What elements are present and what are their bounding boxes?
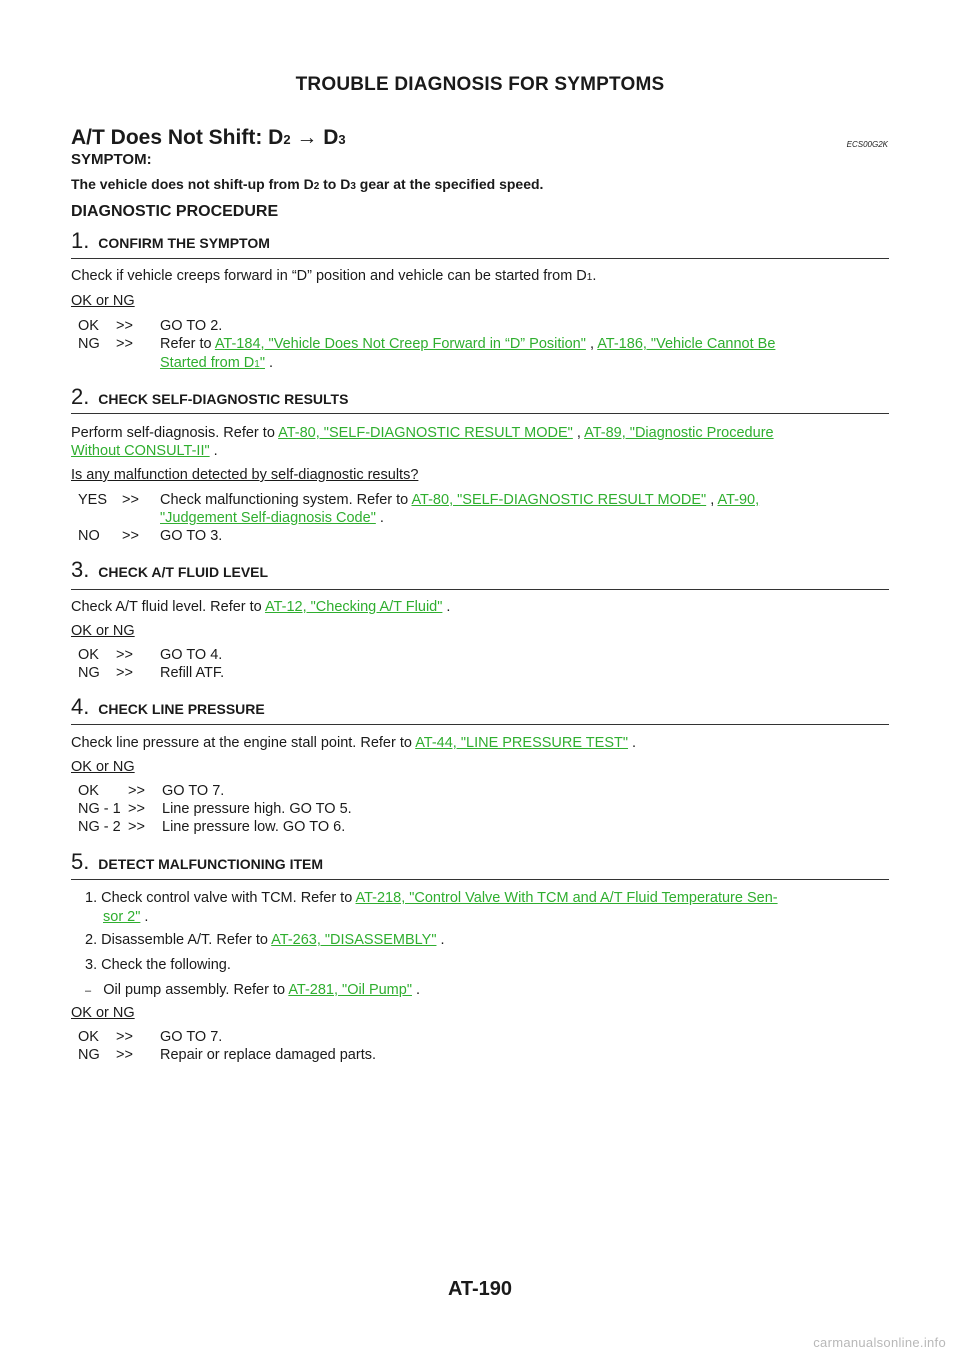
link-at-12[interactable]: AT-12, "Checking A/T Fluid" bbox=[264, 599, 443, 615]
step-5-item-2: 2. Disassemble A/T. Refer to AT-263, "DI… bbox=[85, 932, 445, 948]
step-4-heading: 4. CHECK LINE PRESSURE bbox=[71, 694, 265, 719]
step-2-text: Perform self-diagnosis. Refer to AT-80, … bbox=[71, 425, 774, 441]
step-4-ok-row: OK>>GO TO 7. bbox=[78, 783, 225, 799]
link-at-186-cont[interactable]: Started from D1" bbox=[160, 355, 265, 371]
link-at-90[interactable]: AT-90, bbox=[717, 492, 760, 508]
link-at-263[interactable]: AT-263, "DISASSEMBLY" bbox=[271, 932, 437, 948]
step-5-ok-row: OK>>GO TO 7. bbox=[78, 1029, 223, 1045]
link-at-44[interactable]: AT-44, "LINE PRESSURE TEST" bbox=[415, 735, 629, 751]
step-4-text: Check line pressure at the engine stall … bbox=[71, 735, 637, 751]
link-at-186[interactable]: AT-186, "Vehicle Cannot Be bbox=[597, 336, 776, 352]
divider bbox=[71, 258, 889, 259]
divider bbox=[71, 879, 889, 880]
link-at-281[interactable]: AT-281, "Oil Pump" bbox=[288, 982, 412, 998]
step-5-item-3: 3. Check the following. bbox=[85, 957, 231, 973]
link-at-218[interactable]: AT-218, "Control Valve With TCM and A/T … bbox=[355, 890, 778, 906]
step-5-item-4: – Oil pump assembly. Refer to AT-281, "O… bbox=[85, 982, 421, 998]
page-number: AT-190 bbox=[447, 1278, 513, 1300]
step-1-ok-row: OK>>GO TO 2. bbox=[78, 318, 223, 334]
diagnostic-procedure-label: DIAGNOSTIC PROCEDURE bbox=[71, 203, 279, 220]
step-2-text-cont: Without CONSULT-II" . bbox=[71, 443, 218, 459]
step-2-question: Is any malfunction detected by self-diag… bbox=[71, 467, 419, 483]
step-3-text: Check A/T fluid level. Refer to AT-12, "… bbox=[71, 599, 451, 615]
link-at-89-cont[interactable]: Without CONSULT-II" bbox=[71, 443, 210, 459]
link-at-218-cont[interactable]: sor 2" bbox=[103, 909, 141, 925]
divider bbox=[71, 724, 889, 725]
step-1-ng-cont: Started from D1" . bbox=[160, 355, 274, 371]
watermark: carmanualsonline.info bbox=[813, 1335, 946, 1350]
ok-or-ng-label: OK or NG bbox=[71, 759, 135, 775]
step-5-heading: 5. DETECT MALFUNCTIONING ITEM bbox=[71, 849, 324, 874]
symptom-label: SYMPTOM: bbox=[71, 151, 152, 168]
step-1-ng-row: NG>> Refer to AT-184, "Vehicle Does Not … bbox=[78, 336, 776, 352]
step-3-ng-row: NG>>Refill ATF. bbox=[78, 665, 225, 681]
link-at-184[interactable]: AT-184, "Vehicle Does Not Creep Forward … bbox=[214, 336, 586, 352]
page-header: TROUBLE DIAGNOSIS FOR SYMPTOMS bbox=[295, 74, 665, 95]
step-2-yes-row: YES>> Check malfunctioning system. Refer… bbox=[78, 492, 760, 508]
step-3-heading: 3. CHECK A/T FLUID LEVEL bbox=[71, 557, 269, 582]
link-at-80-yes[interactable]: AT-80, "SELF-DIAGNOSTIC RESULT MODE" bbox=[411, 492, 707, 508]
section-code: ECS00G2K bbox=[846, 140, 888, 149]
divider bbox=[71, 413, 889, 414]
symptom-text: The vehicle does not shift-up from D2 to… bbox=[71, 176, 544, 192]
step-1-heading: 1. CONFIRM THE SYMPTOM bbox=[71, 228, 270, 253]
step-5-ng-row: NG>>Repair or replace damaged parts. bbox=[78, 1047, 377, 1063]
step-2-yes-cont: "Judgement Self-diagnosis Code" . bbox=[160, 510, 384, 526]
step-3-ok-row: OK>>GO TO 4. bbox=[78, 647, 223, 663]
link-at-89[interactable]: AT-89, "Diagnostic Procedure bbox=[584, 425, 774, 441]
link-at-90-cont[interactable]: "Judgement Self-diagnosis Code" bbox=[160, 510, 376, 526]
step-1-text: Check if vehicle creeps forward in “D” p… bbox=[71, 268, 597, 284]
step-5-item-1: 1. Check control valve with TCM. Refer t… bbox=[85, 890, 778, 906]
ok-or-ng-label: OK or NG bbox=[71, 1005, 135, 1021]
step-5-item-1-cont: sor 2" . bbox=[103, 909, 149, 925]
step-2-heading: 2. CHECK SELF-DIAGNOSTIC RESULTS bbox=[71, 384, 349, 409]
step-2-no-row: NO>>GO TO 3. bbox=[78, 528, 223, 544]
ok-or-ng-label: OK or NG bbox=[71, 293, 135, 309]
ok-or-ng-label: OK or NG bbox=[71, 623, 135, 639]
step-4-ng1-row: NG - 1>>Line pressure high. GO TO 5. bbox=[78, 801, 352, 817]
link-at-80[interactable]: AT-80, "SELF-DIAGNOSTIC RESULT MODE" bbox=[278, 425, 573, 441]
divider bbox=[71, 589, 889, 590]
step-4-ng2-row: NG - 2>>Line pressure low. GO TO 6. bbox=[78, 819, 346, 835]
section-title: A/T Does Not Shift: D2 → D3 bbox=[71, 126, 346, 149]
